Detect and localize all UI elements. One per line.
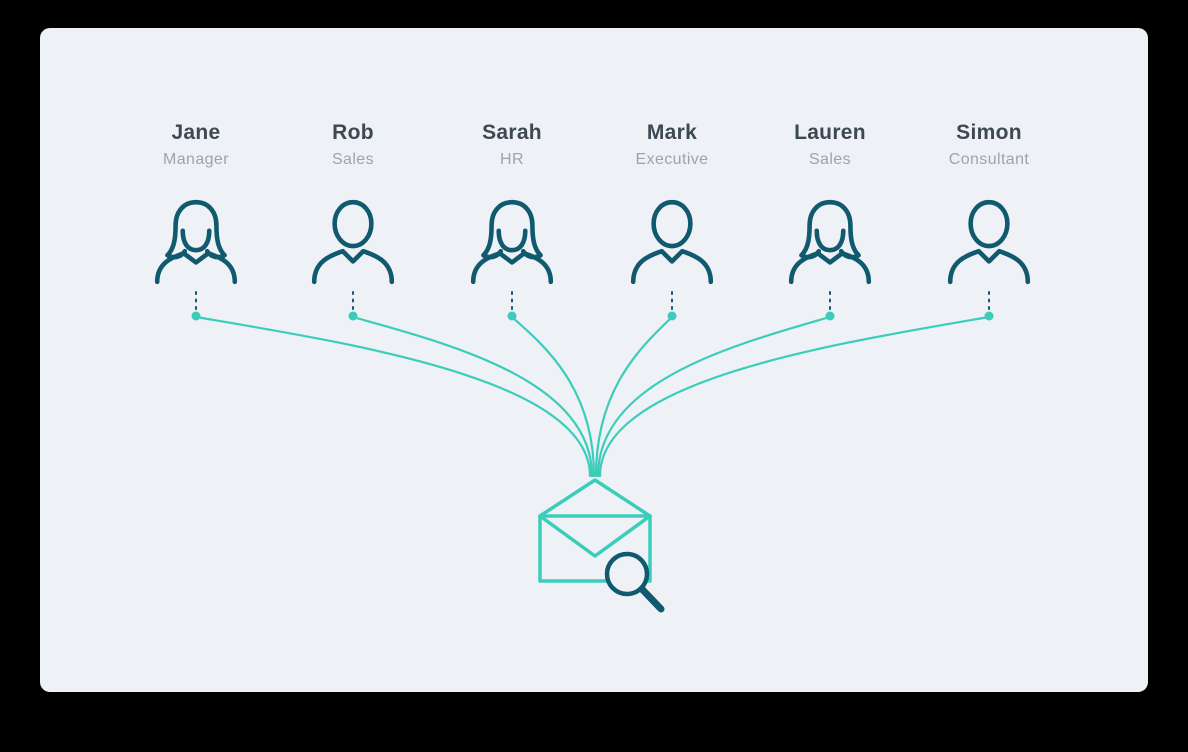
person-card-jane: Jane Manager <box>121 120 271 295</box>
diagram-card: Jane Manager Rob Sales Sarah HR Mark Exe… <box>40 28 1148 692</box>
female-user-icon <box>147 192 245 290</box>
person-card-lauren: Lauren Sales <box>755 120 905 295</box>
person-card-simon: Simon Consultant <box>914 120 1064 295</box>
male-user-icon <box>940 192 1038 290</box>
person-name: Jane <box>171 121 221 144</box>
person-name: Simon <box>956 121 1022 144</box>
connector-curves <box>194 315 991 478</box>
person-role: Manager <box>163 151 229 168</box>
person-card-mark: Mark Executive <box>597 120 747 295</box>
person-role: Sales <box>331 151 375 168</box>
open-envelope-icon <box>538 478 652 583</box>
person-role: Executive <box>635 151 709 168</box>
female-user-icon <box>463 192 561 290</box>
person-card-rob: Rob Sales <box>278 120 428 295</box>
female-user-icon <box>781 192 879 290</box>
person-name: Lauren <box>794 121 866 144</box>
person-role: Consultant <box>948 151 1030 168</box>
person-name: Rob <box>332 121 374 144</box>
magnifying-glass-icon <box>604 551 665 613</box>
male-user-icon <box>304 192 402 290</box>
male-user-icon <box>623 192 721 290</box>
connection-dots <box>191 311 994 321</box>
person-card-sarah: Sarah HR <box>437 120 587 295</box>
person-role: Sales <box>808 151 852 168</box>
person-name: Mark <box>646 121 698 144</box>
person-role: HR <box>500 151 524 168</box>
person-name: Sarah <box>482 121 542 144</box>
